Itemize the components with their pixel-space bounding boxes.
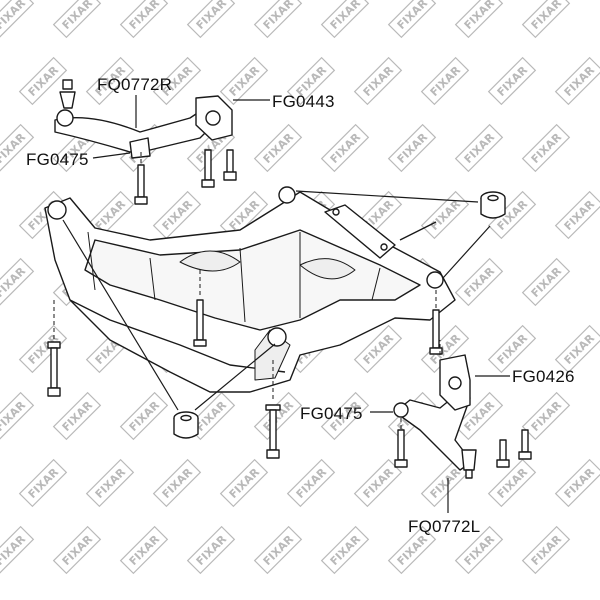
watermark-logo: FIXAR	[52, 391, 102, 441]
svg-text:FIXAR: FIXAR	[0, 264, 28, 300]
ref-line-left	[62, 219, 179, 411]
watermark-logo: FIXAR	[0, 525, 35, 575]
watermark-logo: FIXAR	[253, 391, 303, 441]
svg-text:FIXAR: FIXAR	[194, 0, 230, 32]
watermark-logo: FIXAR	[152, 190, 202, 240]
watermark-logo: FIXAR	[387, 123, 437, 173]
watermark-logo: FIXAR	[52, 525, 102, 575]
watermark-logo: FIXAR	[219, 56, 269, 106]
callout-lower-arm: FQ0772L	[408, 517, 481, 536]
svg-text:FIXAR: FIXAR	[328, 0, 364, 32]
watermark-logo: FIXAR	[521, 123, 571, 173]
svg-text:FIXAR: FIXAR	[60, 0, 96, 32]
lower-control-arm	[393, 354, 532, 479]
watermark-logo: FIXAR	[387, 0, 437, 39]
watermark-logo: FIXAR	[186, 0, 236, 39]
watermark-logo: FIXAR	[521, 0, 571, 39]
ref-line-bottom	[194, 343, 276, 411]
callout-lower-ball-joint: FG0475	[300, 404, 363, 423]
svg-text:FIXAR: FIXAR	[127, 0, 163, 32]
watermark-logo: FIXAR	[521, 391, 571, 441]
callout-upper-ball-joint: FG0475	[26, 150, 89, 169]
watermark-logo: FIXAR	[18, 458, 68, 508]
watermark-logo: FIXAR	[487, 56, 537, 106]
sway-bar-link	[324, 204, 437, 259]
watermark-logo: FIXAR	[186, 525, 236, 575]
watermark-logo: FIXAR	[253, 0, 303, 39]
svg-text:FIXAR: FIXAR	[261, 0, 297, 32]
svg-text:FIXAR: FIXAR	[0, 398, 28, 434]
svg-text:FIXAR: FIXAR	[529, 0, 565, 32]
svg-text:FIXAR: FIXAR	[0, 0, 28, 32]
ref-line-right	[442, 225, 491, 279]
watermark-logo: FIXAR	[119, 525, 169, 575]
watermark-logo: FIXAR	[0, 257, 35, 307]
leader-fg0475-upper	[92, 152, 131, 159]
svg-text:FIXAR: FIXAR	[462, 0, 498, 32]
watermark-logo: FIXAR	[554, 56, 600, 106]
svg-text:FIXAR: FIXAR	[0, 532, 28, 568]
watermark-logo: FIXAR	[219, 458, 269, 508]
watermark-logo: FIXAR	[0, 0, 35, 39]
subframe-bushing-bottom-left	[173, 411, 199, 439]
watermark-logo: FIXAR	[554, 458, 600, 508]
subframe-bolt-left	[47, 341, 61, 397]
watermark-logo: FIXAR	[454, 123, 504, 173]
watermark-logo: FIXAR	[286, 458, 336, 508]
svg-text:FIXAR: FIXAR	[0, 130, 28, 166]
watermark-logo: FIXAR	[521, 525, 571, 575]
watermark-logo: FIXAR	[152, 458, 202, 508]
subframe	[44, 186, 456, 393]
watermark-logo: FIXAR	[487, 458, 537, 508]
watermark-logo: FIXAR	[554, 324, 600, 374]
watermark-logo: FIXAR	[18, 324, 68, 374]
subframe-bolt-center	[193, 299, 207, 347]
watermark-logo: FIXAR	[353, 56, 403, 106]
upper-control-arm	[54, 79, 237, 205]
subframe-bolt-right	[429, 309, 443, 355]
subframe-bolt-bottom	[265, 404, 281, 459]
svg-text:FIXAR: FIXAR	[395, 0, 431, 32]
watermark-logo: FIXAR	[320, 0, 370, 39]
callout-lower-bushing: FG0426	[512, 367, 575, 386]
watermark-logo: FIXAR	[18, 56, 68, 106]
watermark-logo: FIXAR	[0, 391, 35, 441]
watermark-logo: FIXAR	[454, 0, 504, 39]
callout-upper-bushing: FG0443	[272, 92, 335, 111]
watermark-logo: FIXAR	[253, 123, 303, 173]
watermark-logo: FIXAR	[320, 123, 370, 173]
watermark-logo: FIXAR	[487, 324, 537, 374]
callout-upper-arm: FQ0772R	[97, 75, 173, 94]
watermark-logo: FIXAR	[420, 56, 470, 106]
watermark-logo: FIXAR	[52, 0, 102, 39]
watermark-logo: FIXAR	[119, 0, 169, 39]
watermark-logo: FIXAR	[119, 391, 169, 441]
watermark-logo: FIXAR	[320, 525, 370, 575]
subframe-bushing-top-right	[480, 191, 506, 219]
watermark-logo: FIXAR	[454, 257, 504, 307]
ref-line-top	[295, 190, 479, 203]
watermark-logo: FIXAR	[521, 257, 571, 307]
watermark-logo: FIXAR	[554, 190, 600, 240]
watermark-logo: FIXAR	[85, 458, 135, 508]
watermark-logo: FIXAR	[253, 525, 303, 575]
